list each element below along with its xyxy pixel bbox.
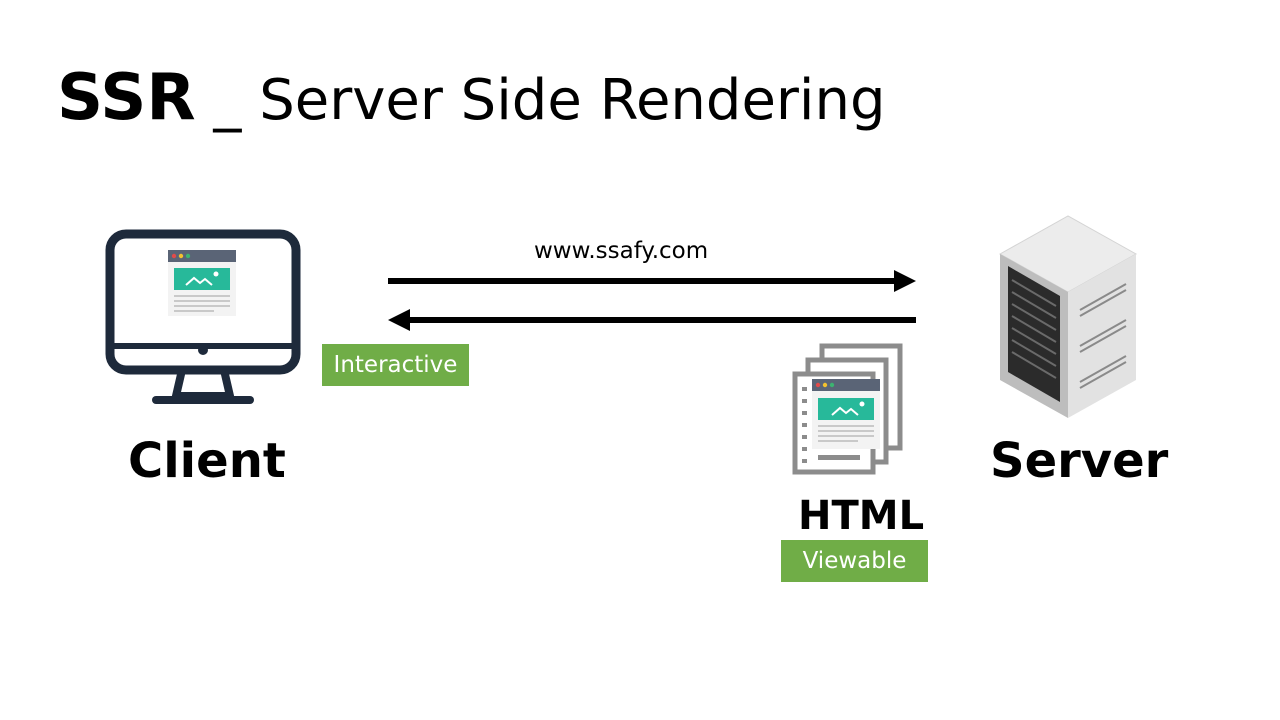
request-url: www.ssafy.com <box>534 238 709 264</box>
title-full: Server Side Rendering <box>259 68 886 133</box>
interactive-badge: Interactive <box>322 344 469 386</box>
monitor-icon <box>105 229 301 404</box>
server-label: Server <box>990 433 1169 489</box>
slide-title: SSR _ Server Side Rendering <box>57 58 886 141</box>
server-rack-icon <box>998 215 1138 418</box>
response-arrow <box>388 309 916 331</box>
title-separator: _ <box>213 68 242 133</box>
title-acronym: SSR <box>57 61 196 135</box>
browser-window-icon <box>168 250 236 316</box>
client-label: Client <box>128 433 286 489</box>
viewable-badge: Viewable <box>781 540 928 582</box>
html-label: HTML <box>798 493 925 539</box>
request-arrow <box>388 270 916 292</box>
html-documents-icon <box>792 343 903 475</box>
